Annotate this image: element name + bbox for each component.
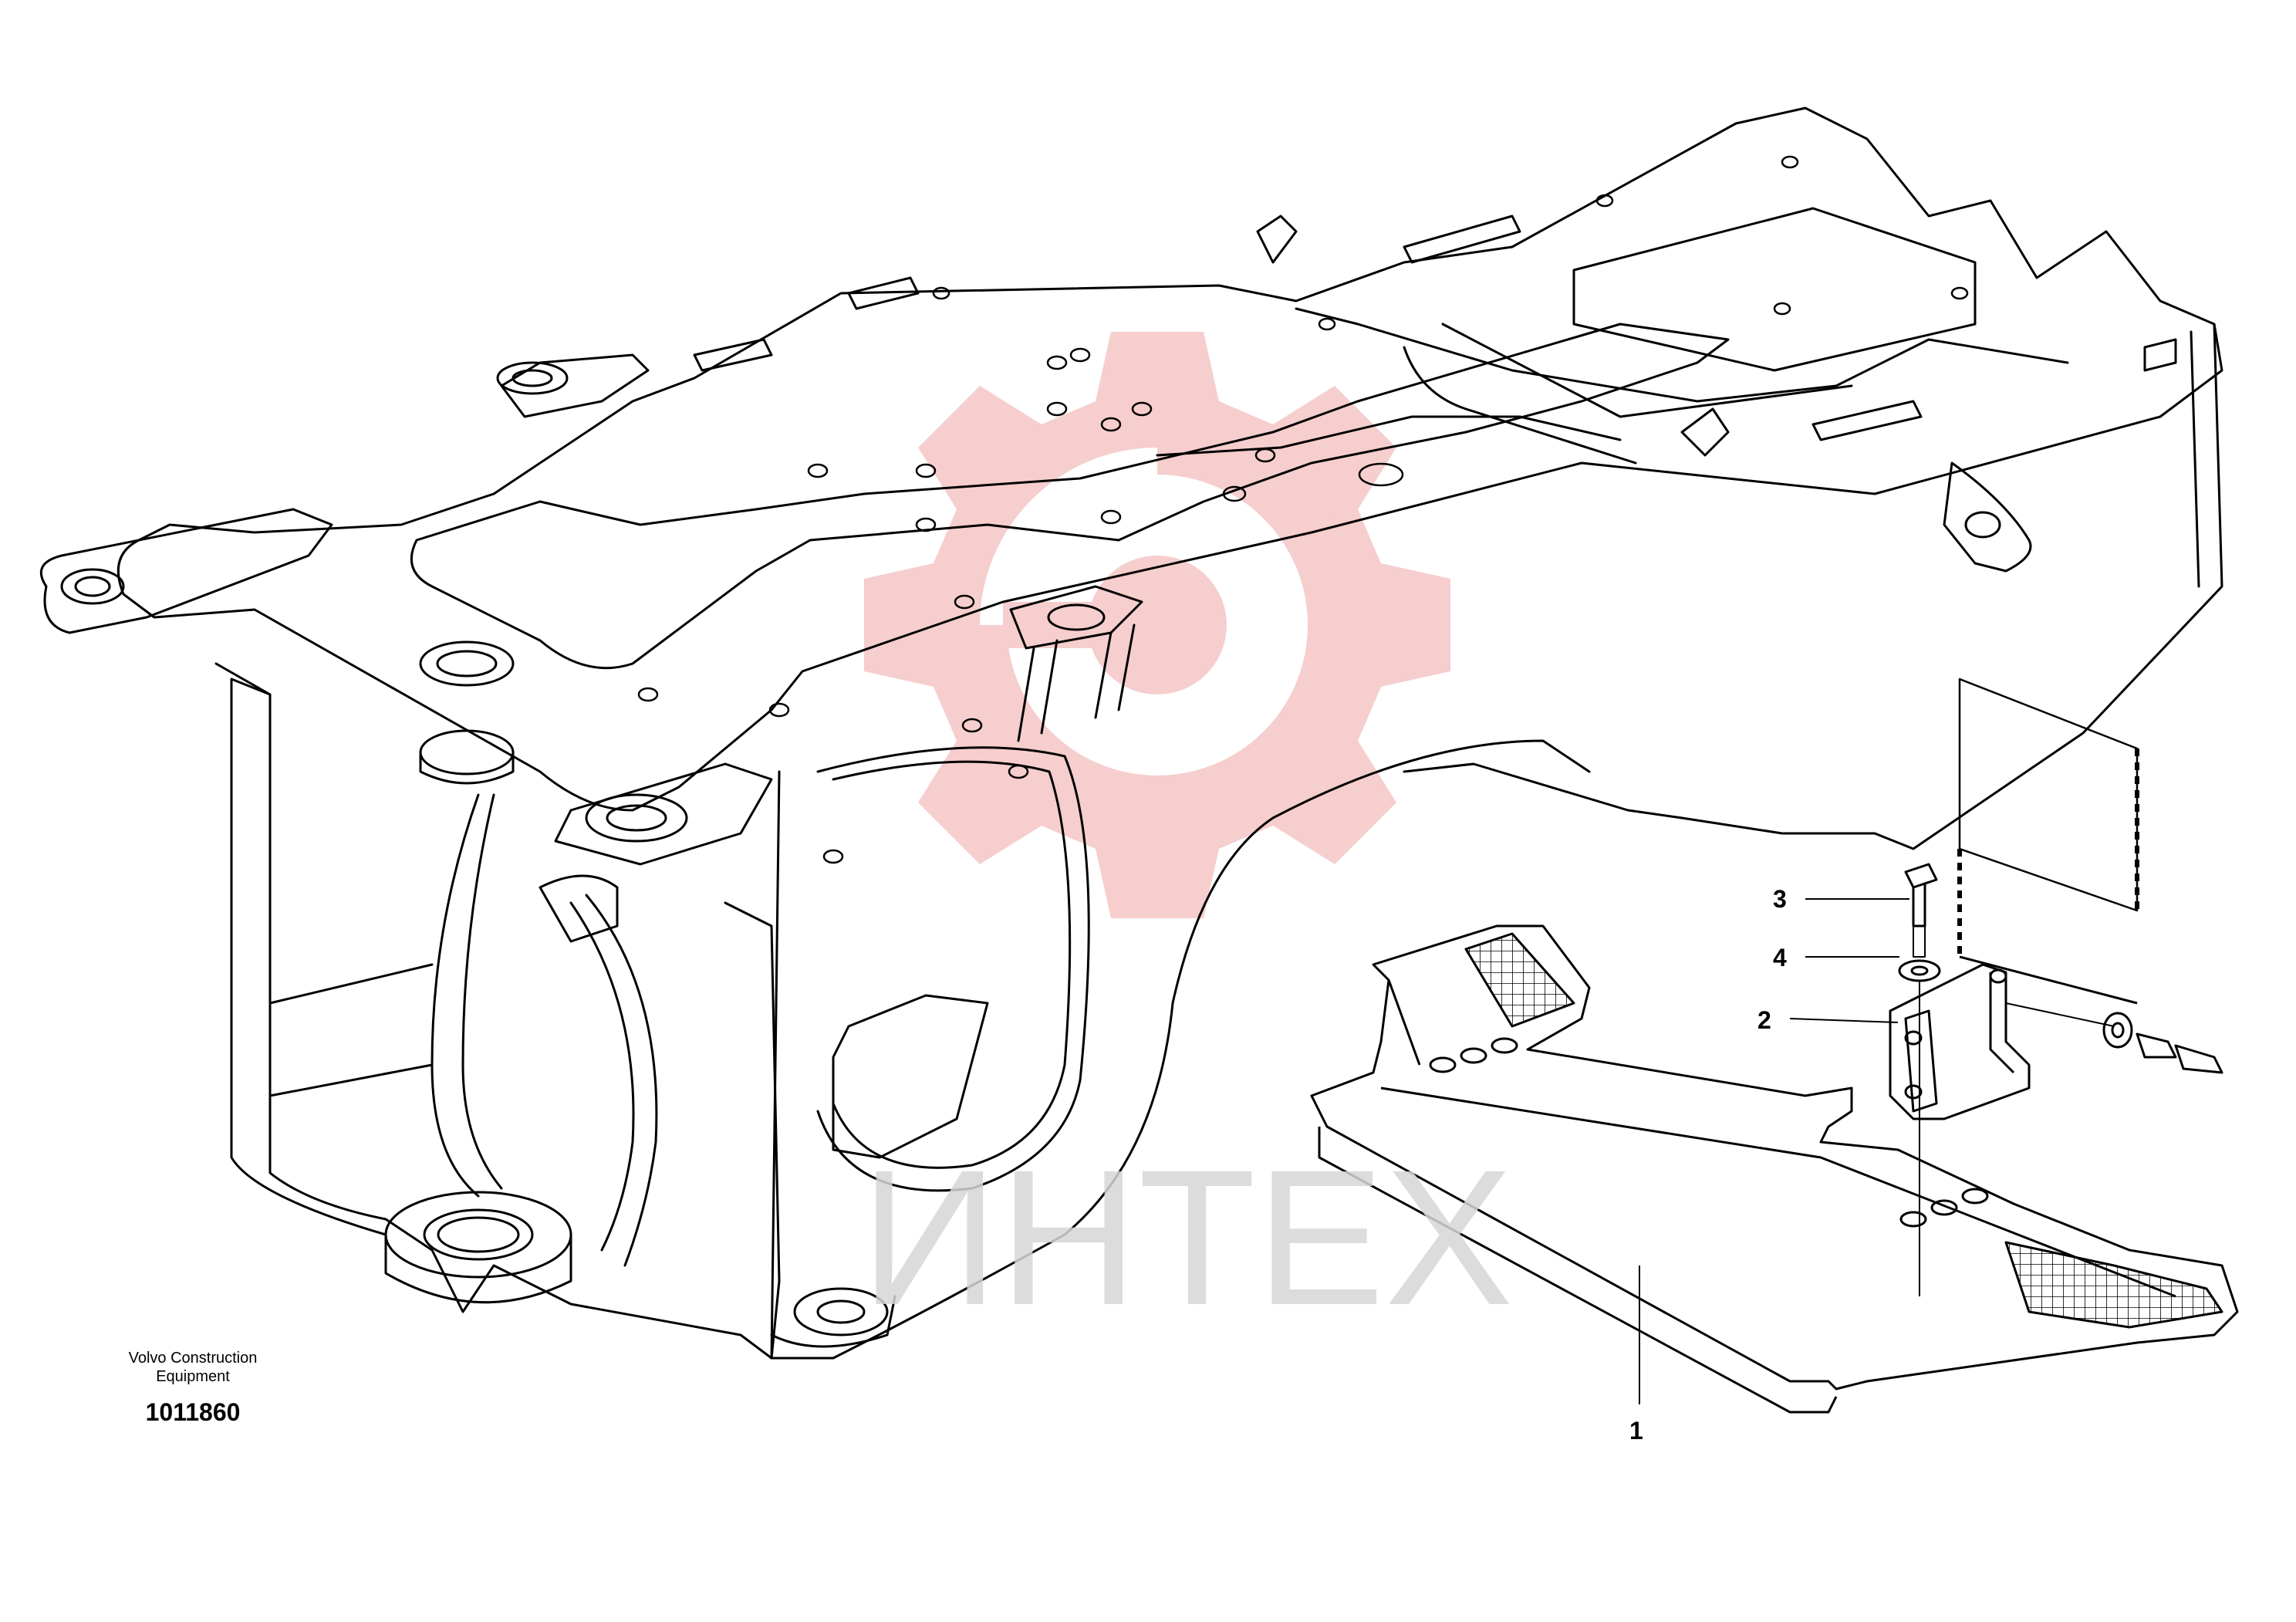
callout-2-label: 2 (1757, 1006, 1771, 1034)
callout-2-leader (1789, 1018, 1899, 1023)
watermark-gear-logo (864, 332, 1450, 918)
callout-1-label: 1 (1629, 1417, 1643, 1445)
fasteners (1898, 678, 2223, 1296)
callout-3-label: 3 (1773, 885, 1787, 913)
callout-4-label: 4 (1773, 944, 1787, 972)
figure-number: 1011860 (145, 1398, 241, 1426)
callouts (1639, 898, 1909, 1404)
company-name: Volvo Construction Equipment (128, 1350, 258, 1385)
watermark-text: ИНТЕХ (860, 1130, 1513, 1345)
bracket-part-2 (1889, 963, 2031, 1120)
figure-caption: Volvo Construction Equipment 1011860 (93, 1349, 293, 1427)
frame-bosses (637, 155, 1969, 864)
step-plate-part-1 (1310, 924, 2239, 1414)
machine-frame (39, 106, 2223, 1360)
